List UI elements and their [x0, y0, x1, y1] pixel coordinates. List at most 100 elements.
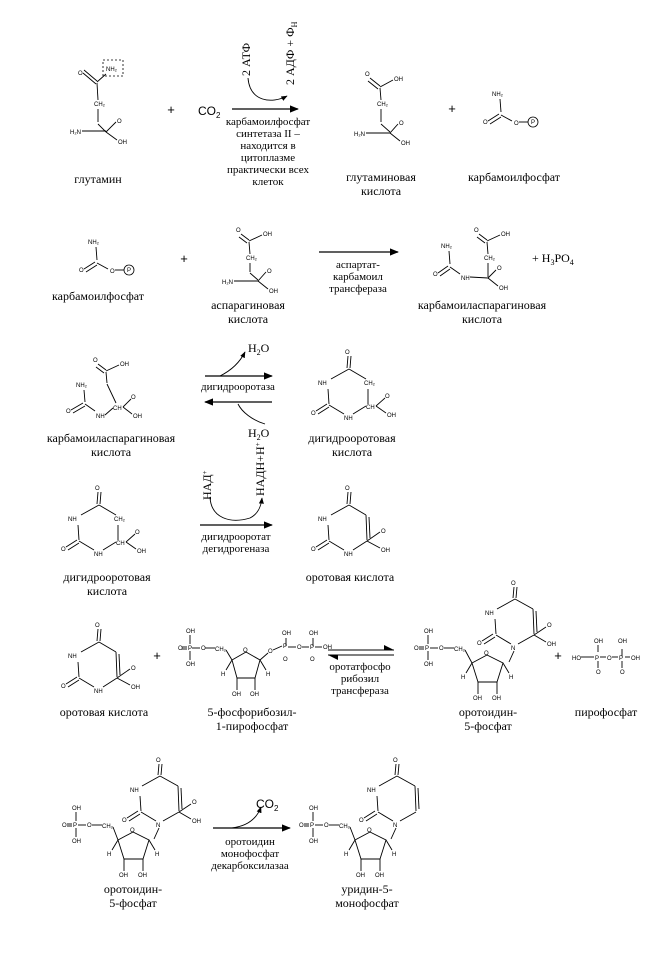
pyrophosphate-structure: OH HO P O O P OH OH O: [572, 639, 640, 676]
svg-text:OH: OH: [309, 806, 318, 812]
reaction-4: O NH CH₂ O NH CH O OH дигидрооротовая ки…: [61, 442, 395, 598]
enzyme-6b: монофосфат: [221, 848, 279, 860]
svg-text:синтетаза II –: синтетаза II –: [236, 128, 300, 140]
carbamoyl-phosphate-structure-2: NH₂ O O P: [79, 240, 135, 276]
svg-text:NH: NH: [367, 788, 376, 794]
svg-text:O: O: [192, 800, 197, 806]
svg-text:P: P: [531, 120, 535, 126]
svg-text:OH: OH: [492, 696, 501, 702]
plus-2: +: [448, 101, 456, 116]
svg-text:OH: OH: [133, 414, 142, 420]
enzyme-3: дигидрооротаза: [201, 381, 275, 393]
orotic-acid-structure-2: O NH O NH O OH: [61, 623, 140, 695]
svg-text:клеток: клеток: [252, 176, 284, 188]
prpp-structure: OH O P O OH CH₂ O O P OH O O P: [178, 629, 332, 698]
label-ump-1: уридин-5-: [341, 882, 392, 896]
svg-text:H: H: [392, 852, 396, 858]
svg-text:O: O: [268, 649, 273, 655]
svg-text:аспартат-: аспартат-: [336, 259, 380, 271]
svg-text:H: H: [155, 852, 159, 858]
svg-text:O: O: [61, 547, 66, 553]
svg-text:O: O: [236, 228, 241, 234]
label-glutamic-acid-1: глутаминовая: [346, 170, 416, 184]
svg-text:O: O: [367, 828, 372, 834]
svg-text:P: P: [283, 644, 287, 650]
svg-text:O: O: [299, 823, 304, 829]
label-dihydroorotic-4: кислота: [87, 584, 128, 598]
svg-text:NH₂: NH₂: [492, 92, 504, 98]
label-orotic-acid-1: оротовая кислота: [306, 570, 395, 584]
label-dihydroorotic-3: дигидрооротовая: [63, 570, 151, 584]
ump-structure: O NH O N OH O P O OH CH₂ O: [299, 758, 420, 879]
label-carbamoyl-aspartate-4: кислота: [91, 445, 132, 459]
svg-text:NH: NH: [318, 381, 327, 387]
svg-text:O: O: [267, 269, 272, 275]
aspartic-acid-structure: O OH CH₂ H₂N O OH: [222, 228, 278, 295]
svg-text:N: N: [393, 823, 397, 829]
label-omp-3: оротоидин-: [104, 882, 162, 896]
svg-text:O: O: [297, 645, 302, 651]
plus-5: +: [554, 648, 562, 663]
label-omp-1: оротоидин-: [459, 705, 517, 719]
svg-text:O: O: [477, 641, 482, 647]
cofactor-nad: НАД+: [200, 470, 214, 500]
svg-text:OH: OH: [375, 873, 384, 879]
svg-text:O: O: [62, 823, 67, 829]
enzyme-5a: оротатфосфо: [329, 661, 391, 673]
svg-text:O: O: [61, 684, 66, 690]
reaction-5: O NH O NH O OH оротовая кислота + OH O P: [60, 581, 640, 733]
svg-text:NH: NH: [96, 414, 105, 420]
svg-text:OH: OH: [192, 819, 201, 825]
phosphoric-acid: + H3PO4: [532, 251, 574, 267]
svg-text:CH₂: CH₂: [364, 381, 376, 387]
carbamoyl-aspartate-structure-2: O OH NH₂ O NH CH O OH: [66, 358, 142, 420]
svg-text:OH: OH: [118, 140, 127, 146]
svg-text:O: O: [311, 547, 316, 553]
svg-text:OH: OH: [381, 548, 390, 554]
svg-text:O: O: [310, 657, 315, 663]
svg-text:NH₂: NH₂: [76, 383, 88, 389]
enzyme-5b: рибозил: [341, 673, 380, 685]
svg-text:H: H: [266, 672, 270, 678]
svg-text:NH: NH: [94, 552, 103, 558]
svg-text:P: P: [425, 646, 429, 652]
carbamoyl-phosphate-structure-1: NH₂ O O P: [483, 92, 539, 128]
plus-1: +: [167, 102, 175, 117]
svg-text:CH: CH: [113, 406, 122, 412]
svg-text:CH: CH: [116, 541, 125, 547]
svg-text:P: P: [619, 656, 623, 662]
label-glutamine: глутамин: [74, 172, 122, 186]
svg-text:OH: OH: [232, 692, 241, 698]
svg-text:OH: OH: [424, 662, 433, 668]
svg-text:O: O: [95, 486, 100, 492]
label-carbamoyl-phosphate-2: карбамоилфосфат: [52, 289, 145, 303]
svg-text:CH₂: CH₂: [94, 102, 106, 108]
svg-text:O: O: [399, 121, 404, 127]
svg-text:O: O: [243, 648, 248, 654]
svg-text:H₂N: H₂N: [354, 132, 365, 138]
enzyme-6c: декарбоксилазаа: [211, 860, 289, 872]
svg-text:NH₂: NH₂: [441, 244, 453, 250]
reaction-1-arrow: 2 АТФ 2 АДФ + ФН: [232, 21, 299, 113]
svg-text:O: O: [547, 623, 552, 629]
svg-text:O: O: [131, 666, 136, 672]
svg-text:O: O: [596, 670, 601, 676]
carbamoyl-aspartate-structure-1: O OH CH₂ NH₂ O NH O OH: [433, 228, 510, 292]
svg-text:O: O: [135, 530, 140, 536]
svg-text:HO: HO: [572, 656, 581, 662]
svg-text:OH: OH: [137, 549, 146, 555]
reaction-1: NH₂ O CH₂ H₂N O OH глутамин + CO2 2 АТФ …: [70, 21, 561, 198]
svg-text:OH: OH: [186, 662, 195, 668]
svg-text:OH: OH: [387, 413, 396, 419]
co2-2: CO2: [256, 797, 279, 813]
enzyme-4b: дегидрогеназа: [203, 543, 270, 555]
svg-text:NH: NH: [68, 654, 77, 660]
svg-text:O: O: [497, 266, 502, 272]
svg-text:P: P: [310, 645, 314, 651]
plus-4: +: [153, 648, 161, 663]
svg-text:карбамоил: карбамоил: [333, 271, 383, 283]
enzyme-5c: трансфераза: [331, 685, 389, 697]
svg-text:H₂N: H₂N: [222, 280, 233, 286]
svg-text:CH₂: CH₂: [339, 824, 351, 830]
glutamic-acid-structure: O OH CH₂ H₂N O OH: [354, 72, 410, 147]
